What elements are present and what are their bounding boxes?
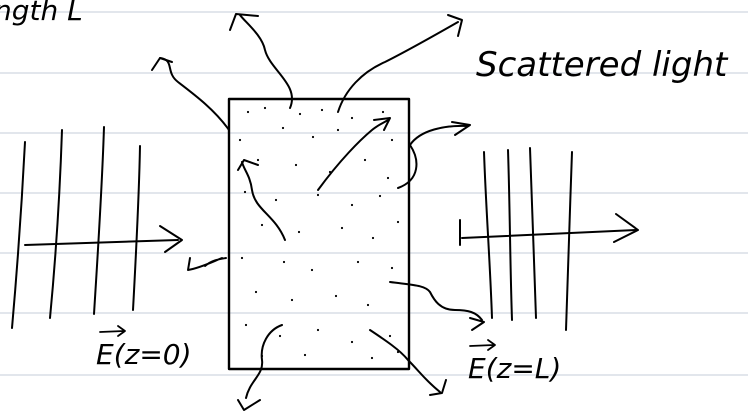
top-fragment-label: ngth L: [0, 0, 83, 27]
input-arrow: [24, 225, 183, 253]
scatterer-dots: [238, 106, 400, 360]
input-field-label-group: E(z=0): [96, 325, 192, 371]
output-field-label-group: E(z=L): [468, 339, 561, 385]
output-wavefronts: [483, 147, 573, 331]
ruled-lines: [0, 11, 748, 376]
scattered-rays: [151, 13, 485, 411]
input-wavefronts: [11, 126, 141, 329]
scattering-slab: [227, 97, 411, 371]
entry-squiggle: [187, 257, 227, 271]
input-field-label: E(z=0): [96, 338, 192, 371]
output-vector-arrow: [469, 339, 496, 351]
input-vector-arrow: [99, 325, 126, 337]
scattered-light-label: Scattered light: [476, 45, 729, 85]
output-field-label: E(z=L): [468, 352, 561, 385]
output-arrow: [461, 213, 639, 243]
